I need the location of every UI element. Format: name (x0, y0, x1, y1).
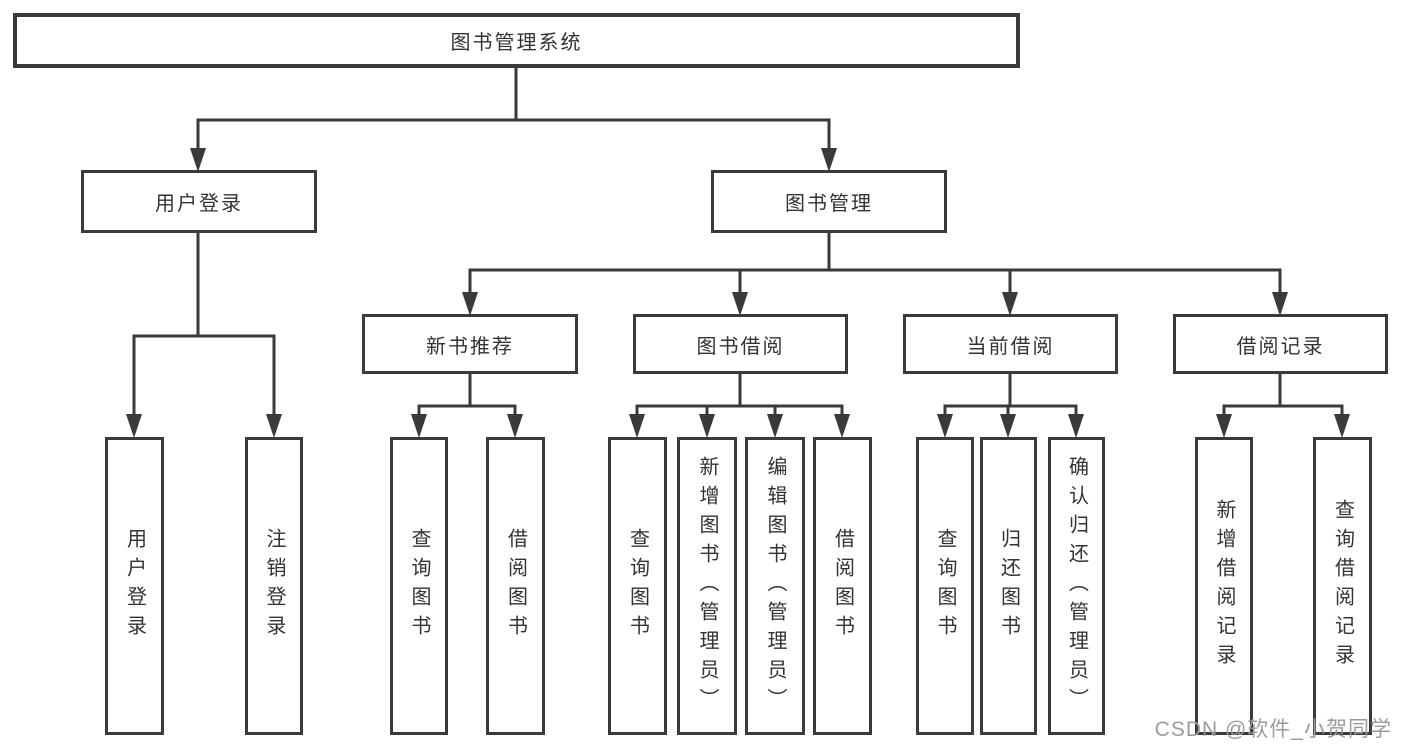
leaf-borrow-borrow-books: 借阅图书 (813, 437, 872, 735)
leaf-current-query-books: 查询图书 (916, 437, 974, 735)
node-current-borrow: 当前借阅 (903, 314, 1118, 374)
leaf-records-add-record: 新增借阅记录 (1195, 437, 1253, 735)
leaf-records-query-record: 查询借阅记录 (1313, 437, 1372, 735)
node-book-borrow: 图书借阅 (633, 314, 848, 374)
leaf-recommend-query-books: 查询图书 (390, 437, 448, 735)
node-library-system: 图书管理系统 (13, 13, 1020, 68)
node-borrow-records: 借阅记录 (1173, 314, 1388, 374)
leaf-borrow-add-books-admin: 新增图书（管理员） (677, 437, 737, 735)
leaf-recommend-borrow-books: 借阅图书 (486, 437, 545, 735)
node-book-management: 图书管理 (711, 170, 947, 233)
node-user-login: 用户登录 (81, 170, 317, 233)
leaf-current-return-books: 归还图书 (980, 437, 1037, 735)
leaf-current-confirm-return-admin: 确认归还（管理员） (1048, 437, 1105, 735)
leaf-borrow-edit-books-admin: 编辑图书（管理员） (745, 437, 805, 735)
leaf-logout: 注销登录 (245, 437, 303, 735)
csdn-watermark: CSDN @软件_小贺同学 (1154, 718, 1392, 741)
leaf-borrow-query-books: 查询图书 (608, 437, 667, 735)
node-new-book-recommend: 新书推荐 (362, 314, 578, 374)
leaf-user-login: 用户登录 (105, 437, 164, 735)
